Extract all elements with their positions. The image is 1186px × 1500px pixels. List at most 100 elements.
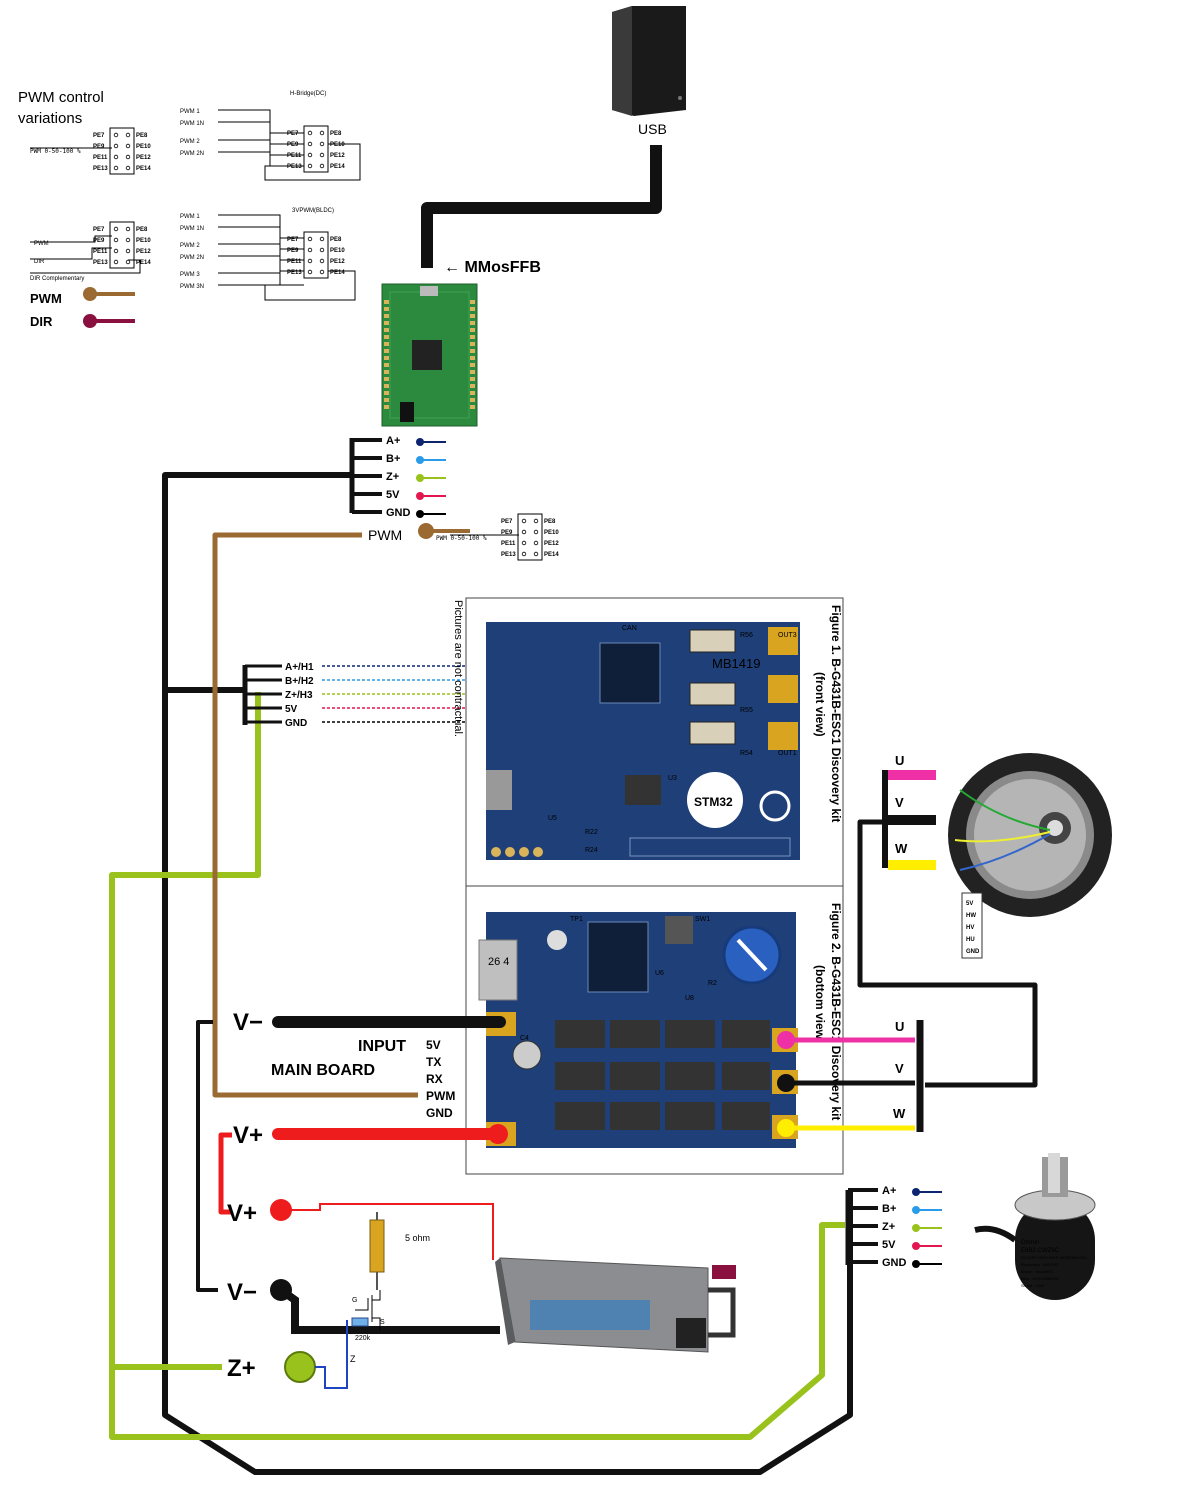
pin-hole [521,551,527,557]
encoder-top-dot [416,510,424,518]
pin-hole [319,247,325,253]
encoder-top-pin-label: Z+ [386,471,399,483]
resistor-220k-label: 220k [355,1335,371,1342]
pin-label-right: PE14 [330,270,345,276]
desktop-tower-icon [612,6,686,116]
encoder-bottom-pin-label: Z+ [882,1221,895,1233]
bldc-line-label: PWM 3 [180,272,200,278]
main-board-label: MAIN BOARD [271,1062,375,1079]
dir-complementary-label: DIR Complementary [30,276,84,282]
board-pin [470,391,475,395]
encoder-top-pin-label: B+ [386,453,400,465]
board-hole [519,847,529,857]
pin-label-right: PE8 [136,227,148,233]
encoder-bottom-pin-label: 5V [882,1239,896,1251]
pin-label-right: PE14 [544,552,559,558]
r2-label: R2 [708,980,717,987]
vplus-psu-label: V+ [227,1200,257,1227]
header-body [303,125,329,173]
u8-label: U8 [685,995,694,1002]
pin-label-left: PE7 [287,131,299,137]
pin-hole [533,518,539,524]
bldc-line-label: PWM 3N [180,284,204,290]
u5-label: U5 [548,815,557,822]
pin-label-left: PE9 [287,248,299,254]
board-pin [470,384,475,388]
pin-label-left: PE7 [93,133,105,139]
header-body [109,221,135,269]
encoder-top-dot [416,438,424,446]
pin-hole [319,163,325,169]
board-pin [470,307,475,311]
resistor-value: 5 ohm [405,1233,430,1243]
encoder-model: E6B2-CWZ6C [1021,1248,1060,1254]
encoder-top-dot [416,456,424,464]
hbridge-line [218,121,304,145]
board-pin [470,342,475,346]
pin-label-right: PE8 [330,131,342,137]
pin-label-left: PE9 [93,144,105,150]
pin-label-left: PE11 [501,541,516,547]
hbridge-loop [264,143,361,181]
pin-label-left: PE7 [287,237,299,243]
input-pin-label: GND [426,1106,453,1120]
pin-label-right: PE10 [330,248,345,254]
pin-label-right: PE14 [330,164,345,170]
pin-label-left: PE13 [287,270,302,276]
tp1-label: TP1 [570,916,583,923]
dir-pwm-label: PWM [34,241,49,247]
phase-bus-black-wire [857,819,1038,1088]
bldc-line [218,243,304,261]
pin-hole [113,226,119,232]
pin-label-left: PE11 [287,153,302,159]
esc-front-pcb: STM32 OUT3 R56 R55 R54 OUT1 MB1419 CAN R… [486,622,800,860]
pin-label-left: PE7 [93,227,105,233]
pin-hole [125,226,131,232]
board-pin [384,342,389,346]
pwm-connector-icon [418,523,434,539]
encoder-resolution: Resolution : 600 P/R [1021,1262,1058,1267]
board-pin [470,300,475,304]
legend-pwm-connector-icon [83,287,97,301]
pwm-output-small-label: PWM 0-50-100 % [436,535,487,542]
board-pin [384,398,389,402]
pin-label-right: PE12 [330,259,345,265]
usb-label: USB [638,121,667,137]
mosfet-source-label: S [380,1319,385,1326]
hbridge-line [218,139,304,156]
input-pin-label: TX [426,1055,441,1069]
board-pin [470,321,475,325]
board-pin [470,349,475,353]
pin-hole [113,259,119,265]
pin-hole [125,248,131,254]
pin-label-right: PE10 [136,238,151,244]
pwm-brown-wire [212,532,418,1098]
fig1-caption: Figure 1. B-G431B-ESC1 Discovery kit [829,605,843,822]
r55-label: R55 [740,707,753,714]
hall-pin-label: GND [285,718,307,729]
dir-dir-label: DIR [34,259,45,265]
pin-hole [319,130,325,136]
pin-label-left: PE9 [501,530,513,536]
encoder-bottom-dot [912,1242,920,1250]
pin-hole [113,248,119,254]
bldc-line [218,226,304,250]
mb1419-label: MB1419 [712,656,760,671]
board-pin [384,335,389,339]
board-pin [384,370,389,374]
fig2-caption: Figure 2. B-G431B-ESC1 Discovery kit [829,903,843,1120]
pin-hole [307,163,313,169]
pin-hole [307,141,313,147]
pin-label-right: PE8 [330,237,342,243]
encoder-bottom-dot [912,1188,920,1196]
board-pin [470,328,475,332]
board-pin [384,377,389,381]
board-pin [384,349,389,353]
z-small-label: Z [350,1354,356,1364]
encoder-blue: Blue : 0V(COMMON) [1021,1276,1059,1281]
hall-legend-item: HW [966,913,976,919]
